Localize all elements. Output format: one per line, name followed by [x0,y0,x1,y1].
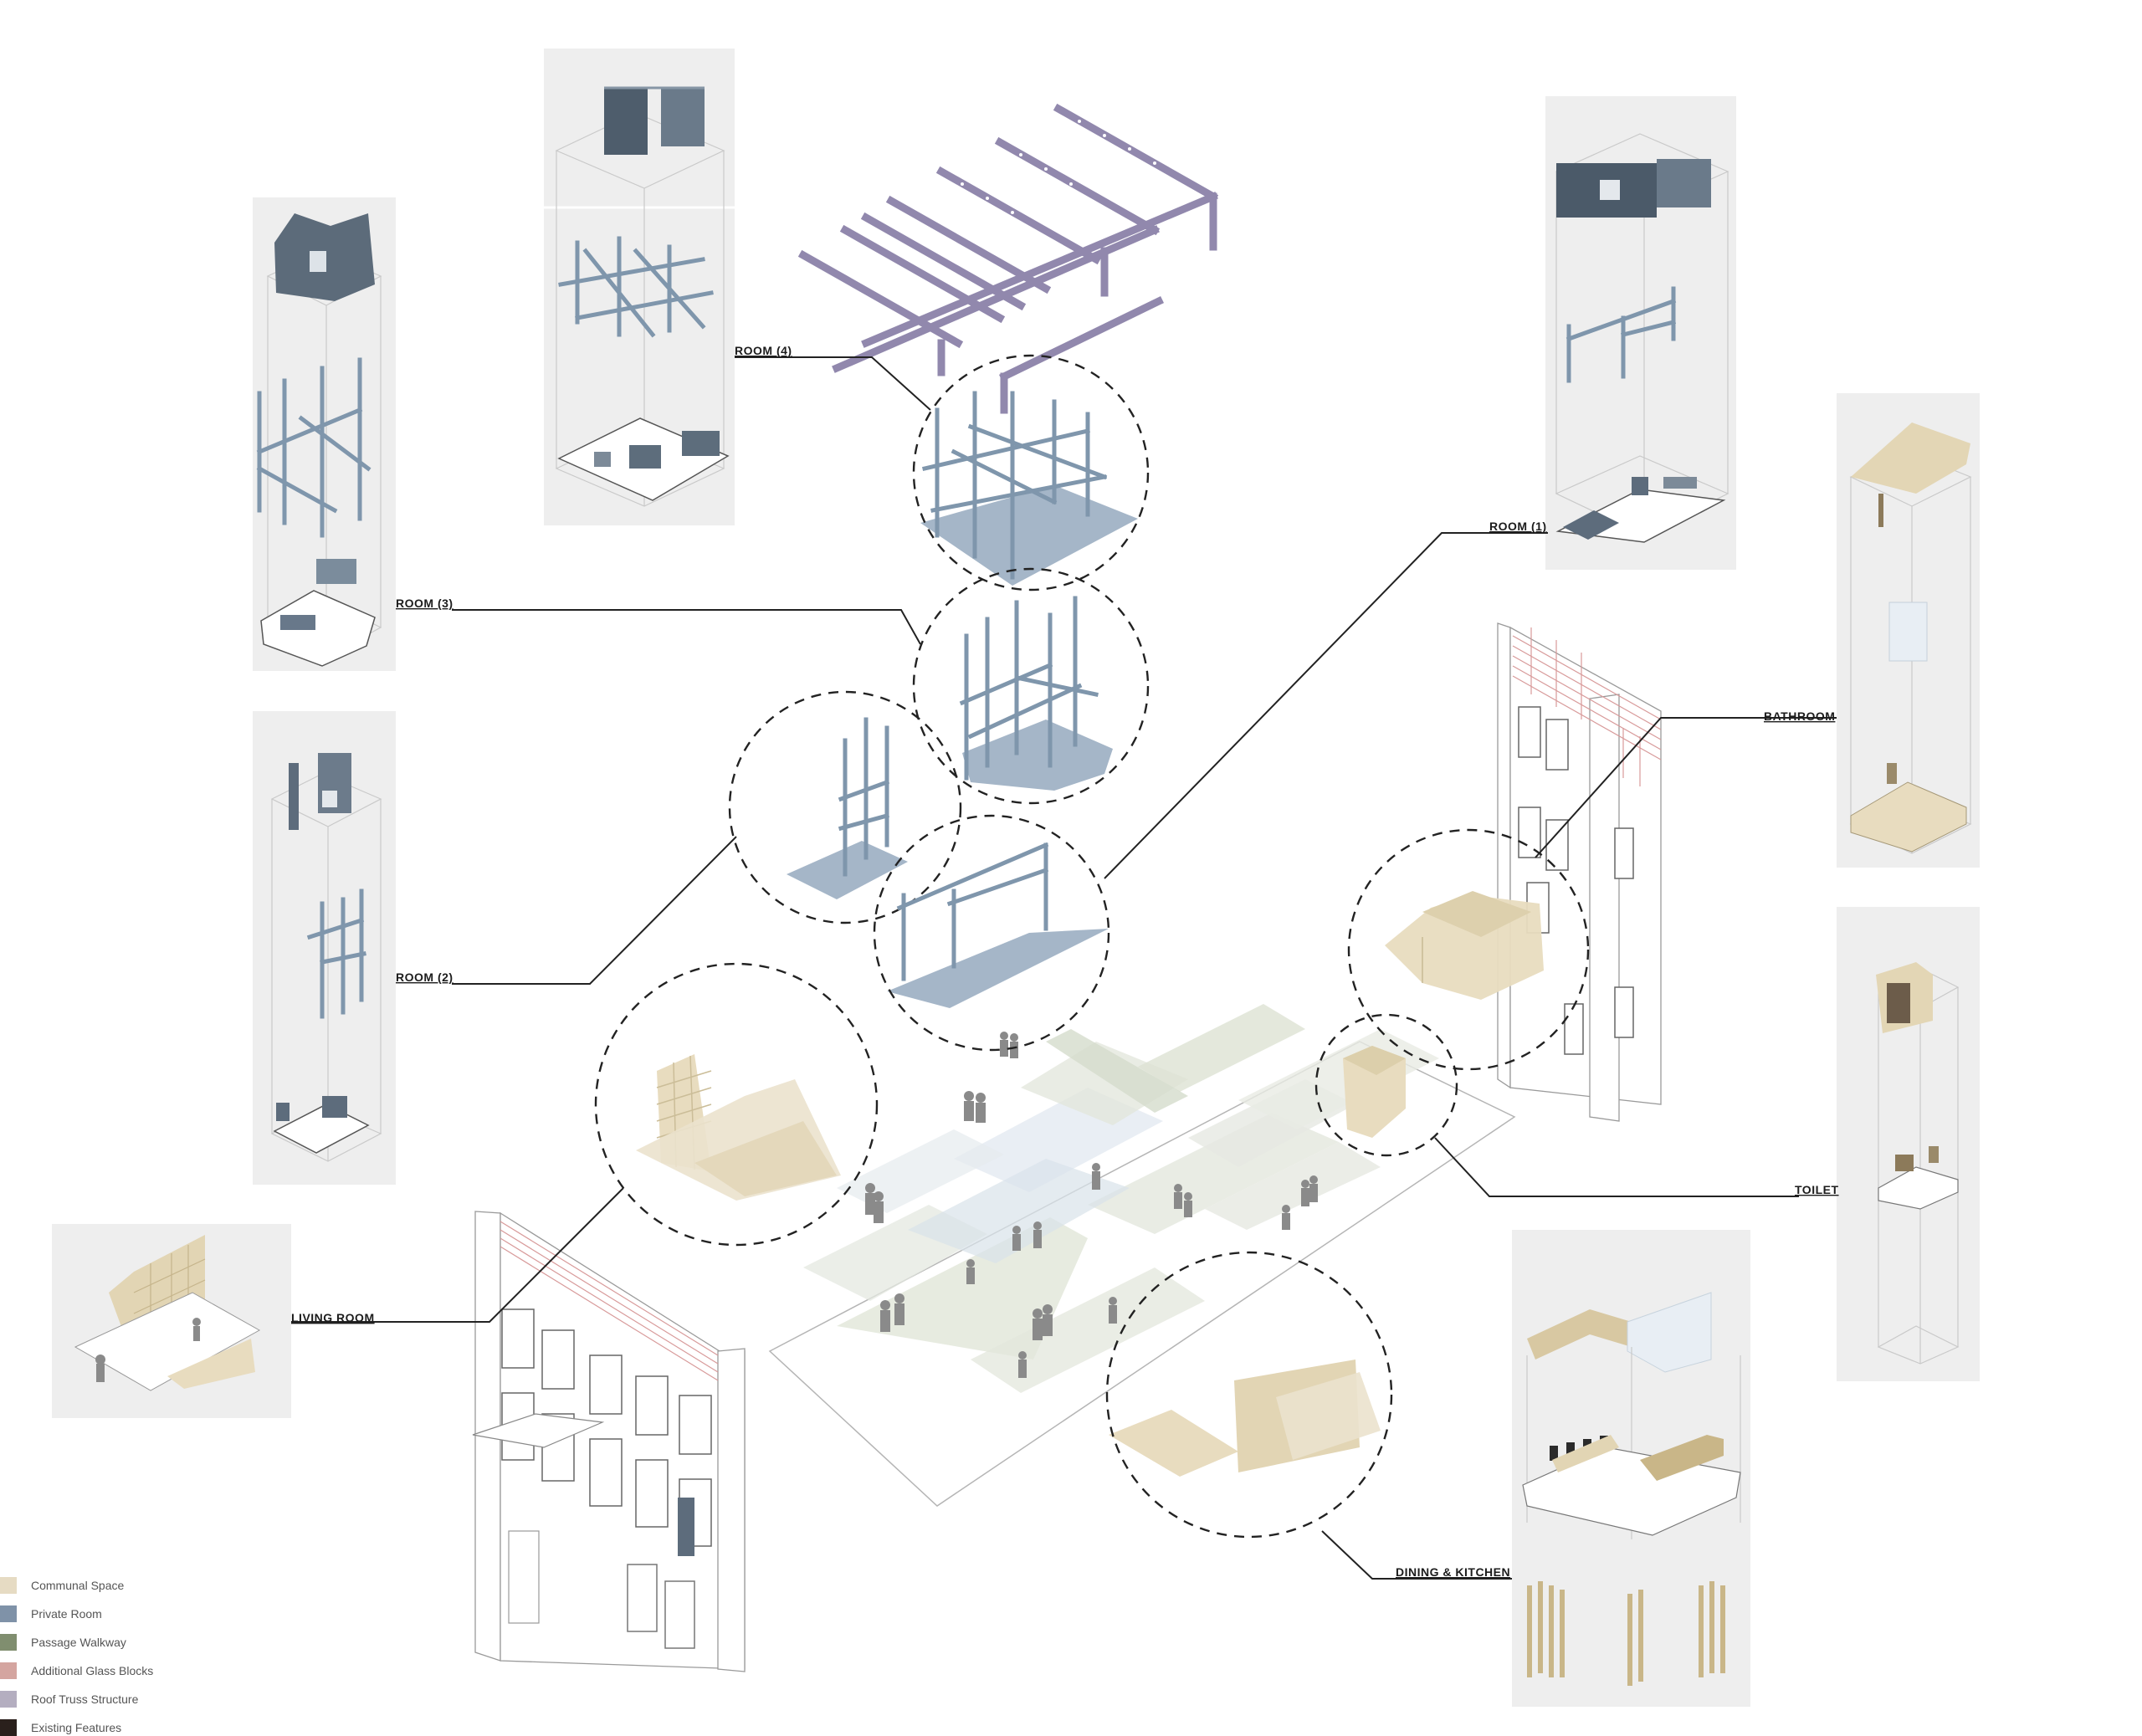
legend-swatch [0,1691,17,1708]
dining-kitchen-model [1522,1292,1741,1686]
label-room4: ROOM (4) [735,344,792,357]
bathroom-exploded-model [1849,422,1972,854]
legend-label: Private Room [31,1607,102,1621]
people-silhouettes [865,1032,1318,1378]
room1-exploded-model [1555,133,1729,543]
label-room3: ROOM (3) [396,597,454,610]
label-dining-kitchen: DINING & KITCHEN [1396,1565,1510,1579]
room2-exploded-model [270,753,382,1162]
label-bathroom: BATHROOM [1764,709,1835,723]
living-room-model [74,1235,261,1391]
room4-frame-mid [558,236,714,338]
right-existing-facade [1497,622,1662,1122]
legend-label: Additional Glass Blocks [31,1664,153,1677]
legend-label: Roof Truss Structure [31,1692,139,1706]
label-toilet: TOILET [1795,1183,1839,1196]
toilet-exploded-model [1876,962,1960,1365]
left-existing-facade [472,1211,746,1672]
living-room-zoom-bubble [594,962,879,1247]
room4-exploded-model [544,86,735,507]
dining-kitchen-zoom-bubble [1105,1251,1393,1539]
room3-exploded-model [256,213,382,667]
room4-zoom-bubble [912,354,1150,591]
legend-swatch [0,1577,17,1594]
leader-lines [291,356,1837,1580]
legend-label: Passage Walkway [31,1636,126,1649]
legend-swatch [0,1605,17,1622]
room3-zoom-bubble [912,567,1150,805]
central-ground-plane [768,1004,1516,1507]
legend-label: Communal Space [31,1579,124,1592]
room1-zoom-bubble [873,814,1110,1052]
label-room1: ROOM (1) [1489,520,1547,533]
label-room2: ROOM (2) [396,970,454,984]
roof-truss-bolts [961,120,1156,214]
toilet-zoom-bubble [1314,1013,1458,1157]
legend-swatch [0,1634,17,1651]
label-living-room: LIVING ROOM [291,1311,375,1324]
room2-zoom-bubble [728,690,962,924]
bathroom-zoom-bubble [1347,828,1590,1071]
legend-swatch [0,1719,17,1736]
legend-swatch [0,1662,17,1679]
legend-label: Existing Features [31,1721,121,1734]
roof-truss [797,103,1219,414]
